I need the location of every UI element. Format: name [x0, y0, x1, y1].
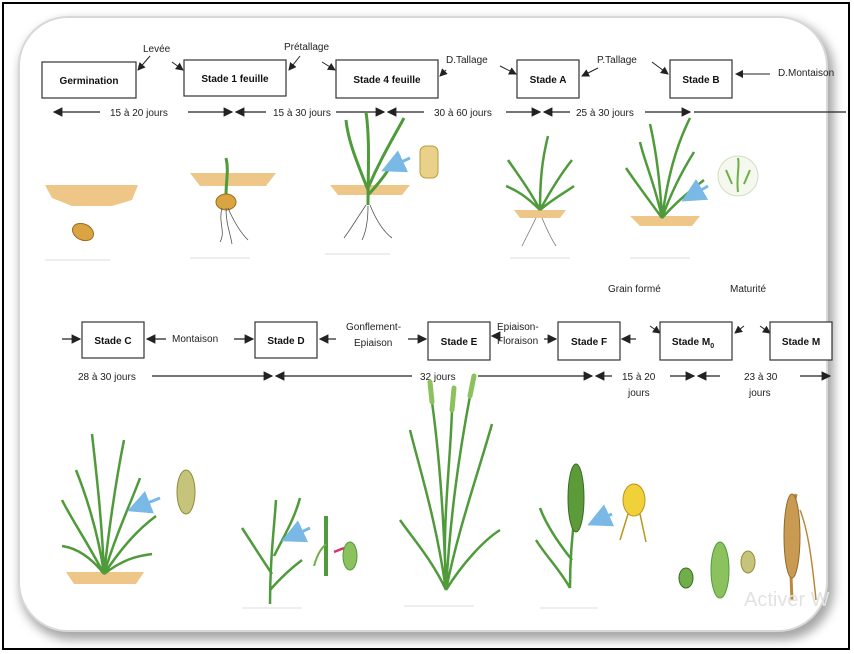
- duration-jours-c: jours: [748, 388, 771, 399]
- event-montaison: Montaison: [172, 334, 218, 345]
- duration-15-30: 15 à 30 jours: [273, 108, 331, 119]
- illustration-stade-e: [400, 376, 500, 606]
- illustration-stade-c: [62, 434, 195, 584]
- event-d-montaison: D.Montaison: [778, 68, 834, 79]
- row1-timeline: 15 à 20 jours 15 à 30 jours 30 à 60 jour…: [54, 108, 846, 119]
- watermark-text: Activer W: [744, 589, 830, 611]
- stage-label-m0-main: Stade M: [672, 337, 710, 348]
- duration-jours-b: jours: [627, 388, 650, 399]
- stage-label-1-feuille: Stade 1 feuille: [201, 74, 269, 85]
- duration-23-30: 23 à 30: [744, 372, 778, 383]
- stage-label-m0-sub: 0: [710, 343, 714, 350]
- illustration-stade-f: [536, 464, 646, 608]
- illustration-stade-b: [626, 118, 758, 258]
- label-maturite: Maturité: [730, 284, 767, 295]
- stage-label-e: Stade E: [441, 337, 478, 348]
- event-d-tallage: D.Tallage: [446, 55, 488, 66]
- event-pretallage: Prétallage: [284, 42, 329, 53]
- duration-15-20-b: 15 à 20: [622, 372, 656, 383]
- stage-label-c: Stade C: [94, 336, 131, 347]
- illustration-stade-1-feuille: [190, 158, 276, 258]
- illustration-stade-d: [242, 498, 357, 608]
- event-epiaison-2: Epiaison-: [497, 322, 539, 333]
- stage-label-f: Stade F: [571, 337, 607, 348]
- event-levee: Levée: [143, 44, 171, 55]
- illustration-stade-a: [506, 136, 574, 258]
- duration-25-30: 25 à 30 jours: [576, 108, 634, 119]
- stage-label-d: Stade D: [267, 336, 304, 347]
- stage-label-4-feuille: Stade 4 feuille: [353, 75, 421, 86]
- label-grain-forme: Grain formé: [608, 284, 661, 295]
- stage-label-germination: Germination: [60, 76, 119, 87]
- duration-32: 32 jours: [420, 372, 456, 383]
- event-epiaison: Epiaison: [354, 338, 392, 349]
- illustration-stade-m: Activer W: [679, 494, 830, 611]
- row2-stage-boxes: Stade C Montaison Stade D Gonflement- Ep…: [62, 322, 832, 360]
- stage-label-b: Stade B: [682, 75, 719, 86]
- event-p-tallage: P.Tallage: [597, 55, 637, 66]
- stage-label-m: Stade M: [782, 337, 820, 348]
- event-gonflement: Gonflement-: [346, 322, 401, 333]
- illustration-stade-4-feuille: [325, 112, 438, 254]
- duration-30-60: 30 à 60 jours: [434, 108, 492, 119]
- event-floraison: Floraison: [497, 336, 538, 347]
- duration-28-30: 28 à 30 jours: [78, 372, 136, 383]
- illustration-germination: [45, 185, 138, 260]
- stage-label-a: Stade A: [530, 75, 567, 86]
- duration-15-20: 15 à 20 jours: [110, 108, 168, 119]
